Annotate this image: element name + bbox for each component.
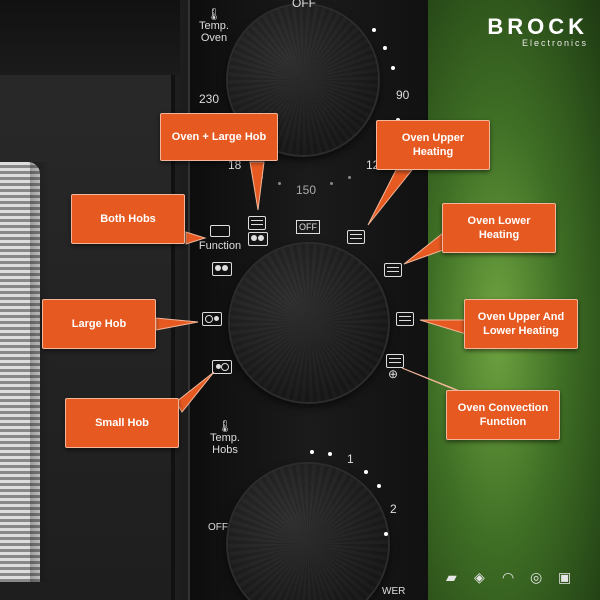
oven-scale-90: 90 — [396, 88, 410, 102]
scale-dot — [372, 28, 376, 32]
scale-tick — [330, 182, 333, 185]
oven-scale-off: OFF — [292, 0, 316, 10]
temp-hobs-label: 🌡 Temp. Hobs — [204, 420, 246, 456]
scale-dot — [384, 532, 388, 536]
bread-slice-icon: ▰ — [446, 569, 457, 585]
oven-upper-lower-heating-symbol-icon — [396, 312, 414, 326]
oven-large-hob-hob-symbol-icon — [248, 232, 268, 246]
callout-both-hobs: Both Hobs — [71, 194, 185, 244]
thermometer-icon: 🌡 — [206, 7, 222, 21]
callout-large-hob: Large Hob — [42, 299, 156, 349]
both-hobs-symbol-icon — [212, 262, 232, 276]
function-label: Function — [198, 240, 242, 252]
large-hob-symbol-icon — [202, 312, 222, 326]
baguette-icon: ◈ — [474, 569, 485, 585]
function-off-marker: OFF — [296, 220, 320, 234]
callout-small-hob: Small Hob — [65, 398, 179, 448]
oven-convection-symbol-icon — [386, 354, 404, 368]
hobs-temperature-knob[interactable] — [228, 464, 388, 600]
scale-tick — [278, 182, 281, 185]
callout-oven-upper-lower-heating: Oven Upper And Lower Heating — [464, 299, 578, 349]
toast-icon: ▣ — [558, 569, 572, 585]
callout-oven-convection: Oven Convection Function — [446, 390, 560, 440]
hobs-scale-2: 2 — [390, 502, 397, 516]
oven-scale-230: 230 — [199, 92, 220, 106]
scale-dot — [377, 484, 381, 488]
scale-dot — [310, 450, 314, 454]
oven-upper-heating-symbol-icon — [347, 230, 365, 244]
temp-hobs-line1: Temp. — [210, 432, 240, 444]
oven-lower-heating-symbol-icon — [384, 263, 402, 277]
scale-dot — [391, 66, 395, 70]
temp-oven-line1: Temp. — [199, 20, 229, 32]
callout-oven-lower-heating: Oven Lower Heating — [442, 203, 556, 253]
oven-scale-150: 150 — [296, 183, 317, 197]
oven-scale-180: 18 — [228, 158, 242, 172]
scale-dot — [383, 46, 387, 50]
brand-logo: BROCK Electronics — [487, 14, 588, 48]
hobs-scale-power: WER — [382, 586, 406, 597]
brand-subtitle: Electronics — [521, 38, 588, 48]
scale-tick — [260, 176, 263, 179]
function-selector-knob[interactable] — [230, 244, 388, 402]
scale-dot — [328, 452, 332, 456]
scale-dot — [364, 470, 368, 474]
thermometer-icon: 🌡 — [217, 419, 233, 433]
croissant-icon: ◠ — [502, 569, 515, 585]
temp-oven-label: 🌡 Temp. Oven — [196, 8, 232, 44]
oven-large-hob-heating-symbol-icon — [248, 216, 266, 230]
hobs-scale-off: OFF — [208, 522, 228, 533]
function-label-group: Function — [196, 225, 244, 252]
scale-tick — [348, 176, 351, 179]
callout-oven-large-hob: Oven + Large Hob — [160, 113, 278, 161]
temp-oven-line2: Oven — [200, 32, 228, 44]
function-symbol-icon — [210, 225, 230, 237]
door-window-shadow — [30, 162, 50, 582]
temp-hobs-line2: Hobs — [212, 444, 238, 456]
hobs-scale-1: 1 — [347, 452, 354, 466]
brand-name: BROCK — [487, 14, 588, 39]
door-window — [0, 162, 40, 582]
door-top-edge — [0, 0, 180, 75]
fan-icon: ⊕ — [388, 367, 399, 381]
callout-oven-upper-heating: Oven Upper Heating — [376, 120, 490, 170]
small-hob-symbol-icon — [212, 360, 232, 374]
donut-icon: ◎ — [530, 569, 543, 585]
